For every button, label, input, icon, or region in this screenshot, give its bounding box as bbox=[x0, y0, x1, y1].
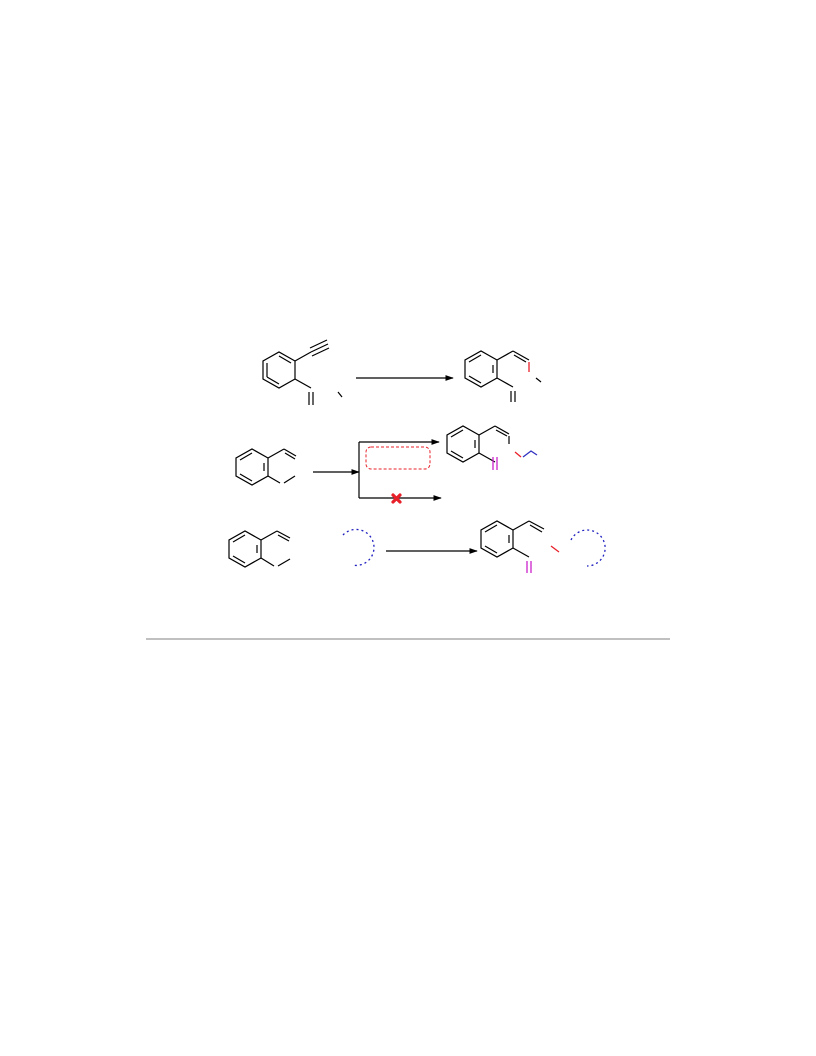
ring-placeholder-arc bbox=[342, 528, 375, 567]
scheme-row-2 bbox=[235, 425, 538, 504]
oxygen-bond-highlight bbox=[550, 545, 560, 553]
excluded-conditions-box bbox=[365, 446, 431, 470]
starting-material-bicyclic bbox=[228, 530, 291, 568]
ring-placeholder-arc bbox=[570, 529, 606, 567]
benzene-ring bbox=[228, 530, 262, 568]
starting-material-alkynyl-benzoate bbox=[262, 339, 343, 405]
scheme-row-3 bbox=[228, 520, 606, 573]
starting-material-bicyclic bbox=[235, 448, 297, 486]
scheme-row-1 bbox=[262, 339, 542, 405]
product-substituted-isocoumarin bbox=[446, 425, 510, 463]
carbonyl-highlight bbox=[526, 561, 532, 573]
benzene-ring bbox=[235, 448, 269, 486]
benzene-ring bbox=[480, 520, 514, 558]
oxygen-bond-highlight bbox=[514, 451, 522, 458]
product-isocoumarin bbox=[480, 520, 545, 558]
alkyne-triple-bond bbox=[310, 343, 329, 353]
alkyl-chain-highlight bbox=[522, 450, 538, 458]
carbonyl-highlight bbox=[492, 457, 498, 470]
product-isocoumarin bbox=[464, 350, 542, 402]
benzene-ring bbox=[464, 350, 498, 388]
benzene-ring bbox=[262, 351, 296, 389]
cross-mark-icon bbox=[391, 493, 402, 504]
benzene-ring bbox=[446, 425, 480, 463]
